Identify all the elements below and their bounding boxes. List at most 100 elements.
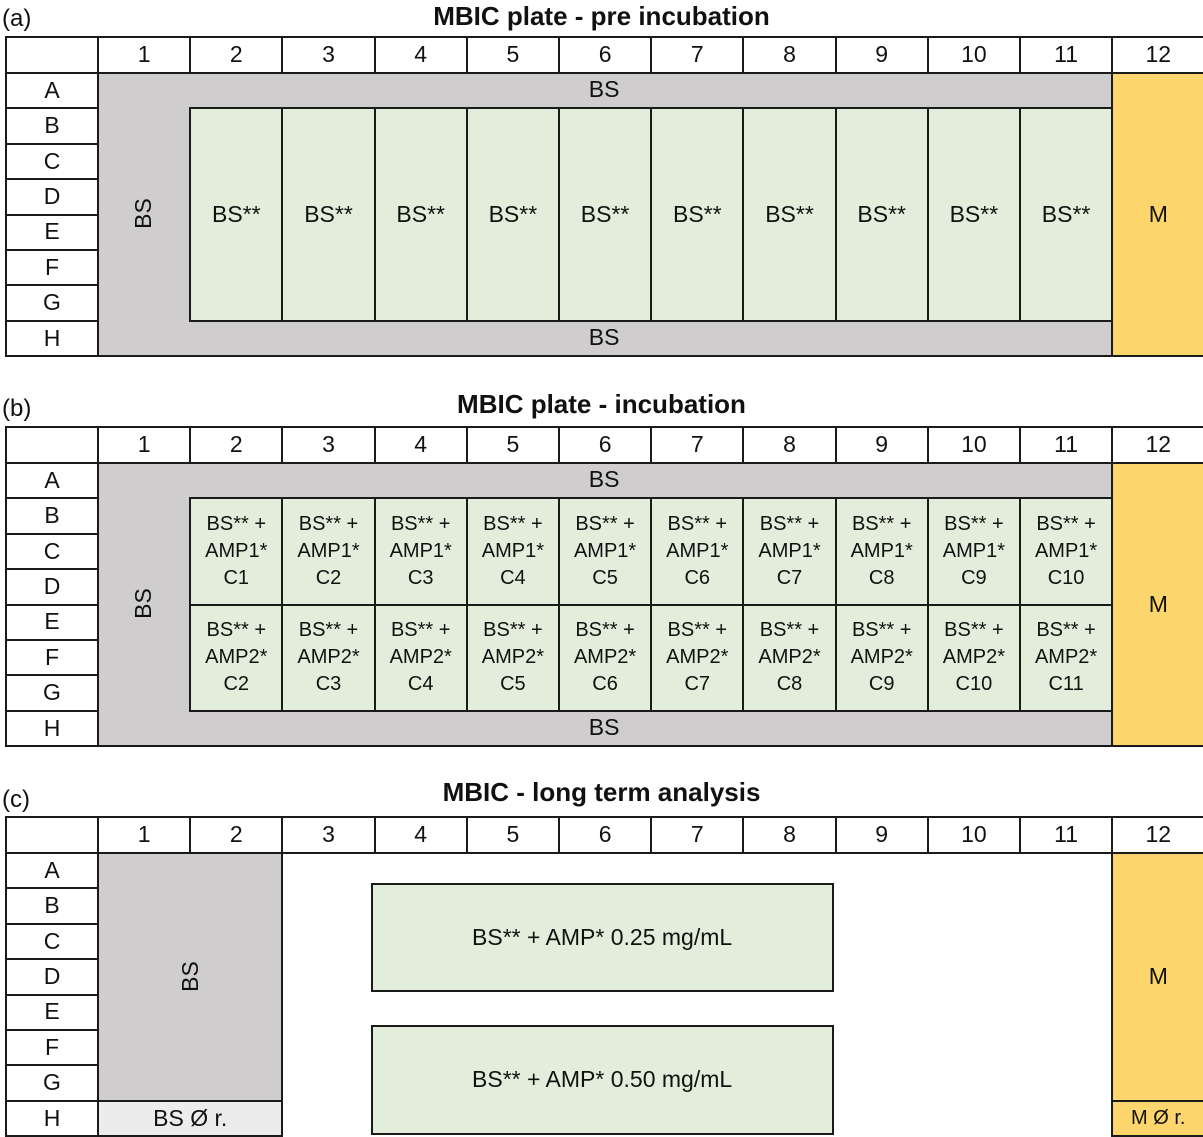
row-header: G — [5, 284, 99, 322]
column-label: 12 — [1145, 821, 1172, 848]
treatment-label: BS** +AMP2*C10 — [943, 617, 1005, 698]
column-label: 6 — [598, 431, 612, 458]
treatment-line: C10 — [955, 673, 993, 696]
bs-label: BS — [588, 713, 620, 740]
group-label: BS** + AMP* 0.50 mg/mL — [472, 1066, 733, 1093]
row-label: E — [44, 218, 60, 245]
treatment-label: BS** +AMP1*C9 — [943, 511, 1005, 592]
row-label: G — [43, 1069, 61, 1096]
well-column: BS** — [1019, 107, 1114, 322]
row-header: C — [5, 142, 99, 181]
treatment-line: AMP1* — [389, 539, 452, 562]
treatment-label: BS** +AMP2*C5 — [482, 617, 544, 698]
treatment-line: AMP1* — [758, 539, 821, 562]
treatment-line: C1 — [223, 566, 250, 589]
treatment-group-050: BS** + AMP* 0.50 mg/mL — [370, 1025, 834, 1136]
treatment-line: C4 — [500, 566, 526, 589]
well-label: BS** — [396, 200, 445, 227]
bs-label: BS — [588, 75, 620, 102]
well-label: BS** — [1041, 200, 1091, 227]
well-label: BS** — [949, 200, 999, 227]
treatment-well: BS** +AMP1*C8 — [834, 497, 929, 606]
column-header: 6 — [558, 816, 653, 854]
bs-label: BS — [129, 588, 156, 619]
column-label: 7 — [690, 431, 704, 458]
row-label: F — [44, 253, 60, 280]
medium-column: M — [1111, 462, 1203, 748]
treatment-line: BS** + — [483, 512, 543, 535]
row-header: G — [5, 674, 99, 712]
treatment-line: AMP1* — [666, 539, 729, 562]
well-label: BS** — [857, 200, 906, 227]
treatment-line: C9 — [868, 673, 895, 696]
column-label: 6 — [598, 41, 612, 68]
column-label: 9 — [875, 821, 889, 848]
treatment-well: BS** +AMP2*C9 — [834, 603, 929, 712]
medium-no-r-cell: M Ø r. — [1111, 1099, 1203, 1137]
column-label: 6 — [598, 821, 612, 848]
treatment-line: AMP2* — [573, 646, 637, 669]
treatment-line: C5 — [592, 566, 618, 589]
treatment-line: C5 — [500, 673, 526, 696]
row-header: B — [5, 107, 99, 145]
row-header: C — [5, 532, 99, 571]
treatment-line: AMP1* — [1034, 539, 1098, 562]
row-label: A — [44, 466, 60, 493]
treatment-line: C2 — [223, 673, 250, 696]
treatment-well: BS** +AMP2*C7 — [650, 603, 745, 712]
treatment-line: BS** + — [759, 512, 820, 535]
treatment-label: BS** +AMP2*C7 — [666, 617, 728, 698]
column-label: 2 — [229, 41, 243, 68]
treatment-label: BS** +AMP1*C2 — [297, 511, 359, 592]
panel-label: (a) — [2, 5, 32, 32]
row-header: A — [5, 852, 99, 890]
row-header: E — [5, 993, 99, 1031]
treatment-line: C7 — [684, 673, 711, 696]
treatment-line: AMP1* — [205, 539, 268, 562]
column-header: 11 — [1019, 36, 1114, 74]
row-label: B — [44, 502, 60, 529]
treatment-line: AMP2* — [389, 646, 452, 669]
treatment-well: BS** +AMP2*C11 — [1019, 603, 1114, 712]
treatment-line: C8 — [776, 673, 803, 696]
treatment-line: C10 — [1047, 566, 1085, 589]
column-header: 7 — [650, 36, 745, 74]
treatment-line: BS** + — [575, 512, 635, 535]
column-label: 5 — [506, 431, 520, 458]
row-header: D — [5, 958, 99, 996]
treatment-group-025: BS** + AMP* 0.25 mg/mL — [370, 883, 834, 992]
well-column: BS** — [281, 107, 376, 322]
row-label: G — [43, 289, 61, 316]
column-header: 7 — [650, 816, 745, 854]
panel-title: MBIC - long term analysis — [442, 777, 761, 807]
column-label: 2 — [229, 821, 243, 848]
treatment-line: C3 — [315, 673, 342, 696]
row-header: C — [5, 922, 99, 961]
panel-label: (c) — [2, 786, 30, 813]
row-header: E — [5, 213, 99, 251]
treatment-line: BS** + — [206, 619, 267, 642]
treatment-line: C6 — [592, 673, 618, 696]
well-column: BS** — [650, 107, 745, 322]
row-header: H — [5, 709, 99, 748]
treatment-well: BS** +AMP1*C1 — [189, 497, 284, 606]
bs-label: BS — [588, 465, 620, 492]
row-header: B — [5, 887, 99, 925]
column-header: 3 — [281, 426, 376, 464]
row-label: H — [43, 1104, 61, 1131]
well-label: BS** — [304, 200, 353, 227]
treatment-line: BS** + — [1036, 619, 1096, 642]
well-label: BS** — [672, 200, 722, 227]
medium-label: M — [1148, 590, 1168, 617]
column-label: 10 — [961, 41, 987, 68]
treatment-label: BS** +AMP2*C11 — [1035, 617, 1097, 698]
panel-title: MBIC plate - pre incubation — [433, 1, 770, 31]
treatment-line: AMP1* — [573, 539, 637, 562]
treatment-line: BS** + — [483, 619, 543, 642]
row-label: A — [44, 76, 60, 103]
treatment-line: C9 — [961, 566, 987, 589]
column-label: 1 — [137, 41, 151, 68]
